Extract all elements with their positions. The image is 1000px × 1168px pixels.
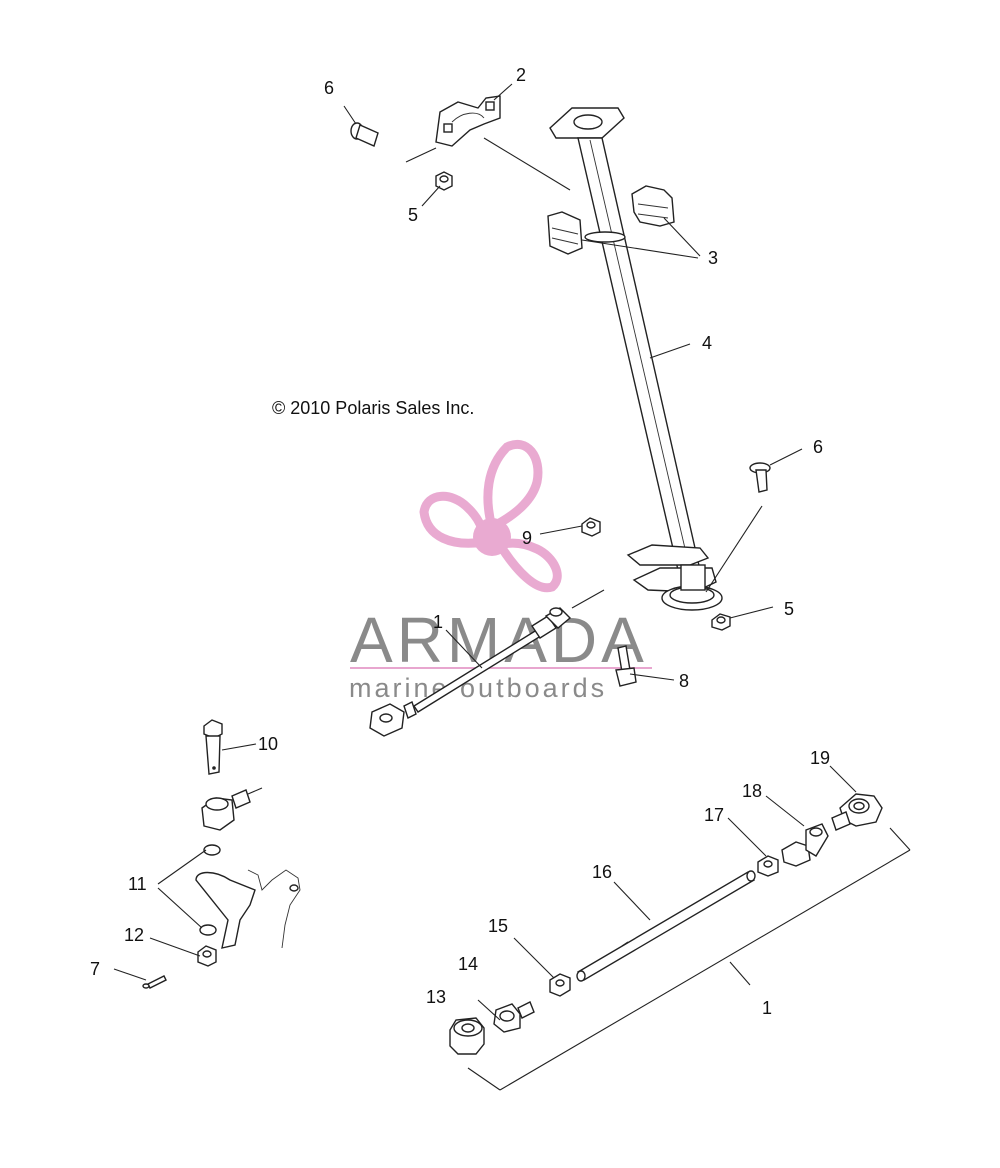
washer-lower [199, 924, 217, 936]
nut-right [711, 613, 731, 631]
copyright-text: © 2010 Polaris Sales Inc. [272, 398, 474, 418]
watermark-tagline: marine outboards [349, 673, 607, 703]
steering-post [549, 107, 723, 611]
callout-4: 4 [702, 333, 712, 353]
callout-9: 9 [522, 528, 532, 548]
bolt-right [749, 462, 771, 493]
callout-6-top: 6 [324, 78, 334, 98]
tie-rod-assembly-mid [369, 607, 572, 737]
callout-11: 11 [128, 874, 147, 894]
bushing-right [631, 185, 675, 227]
ball-joint-14 [493, 1001, 535, 1033]
tie-rod-16 [576, 870, 756, 982]
nut-mid [581, 517, 601, 537]
rod-end-13 [449, 1017, 485, 1055]
callout-18: 18 [742, 781, 762, 801]
callout-5-top: 5 [408, 205, 418, 225]
bushing-left [547, 211, 583, 255]
callout-1-bottom: 1 [762, 998, 772, 1018]
bolt-top [350, 122, 379, 147]
callout-19: 19 [810, 748, 830, 768]
callout-5-right: 5 [784, 599, 794, 619]
spindle-knuckle [195, 869, 301, 949]
bolt-8 [615, 645, 637, 687]
callout-12: 12 [124, 925, 144, 945]
callout-8: 8 [679, 671, 689, 691]
rod-end-19 [831, 793, 883, 831]
nut-top [435, 171, 453, 191]
callout-3: 3 [708, 248, 718, 268]
collar-ring [584, 231, 626, 243]
callout-2: 2 [516, 65, 526, 85]
cotter-pin [142, 975, 167, 989]
jam-nut-15 [549, 973, 571, 997]
callout-14: 14 [458, 954, 478, 974]
watermark-brand: ARMADA [350, 604, 648, 676]
bolt-10 [203, 719, 223, 775]
callout-13: 13 [426, 987, 446, 1007]
callout-1-top: 1 [433, 612, 443, 632]
leader-lines [113, 83, 911, 1091]
callout-7: 7 [90, 959, 100, 979]
nut-12 [197, 945, 217, 967]
armada-logo-icon [419, 440, 562, 593]
bracket-clamp [435, 95, 501, 147]
washer-upper [203, 844, 221, 856]
jam-nut-17 [757, 855, 779, 877]
callout-16: 16 [592, 862, 612, 882]
callout-15: 15 [488, 916, 508, 936]
rod-end-left [201, 787, 263, 831]
callout-6-right: 6 [813, 437, 823, 457]
callout-10: 10 [258, 734, 278, 754]
callout-17: 17 [704, 805, 724, 825]
callout-labels: 6 2 5 3 4 6 9 5 1 8 10 11 12 7 13 14 15 … [90, 65, 830, 1018]
ball-joint-18 [781, 823, 829, 867]
